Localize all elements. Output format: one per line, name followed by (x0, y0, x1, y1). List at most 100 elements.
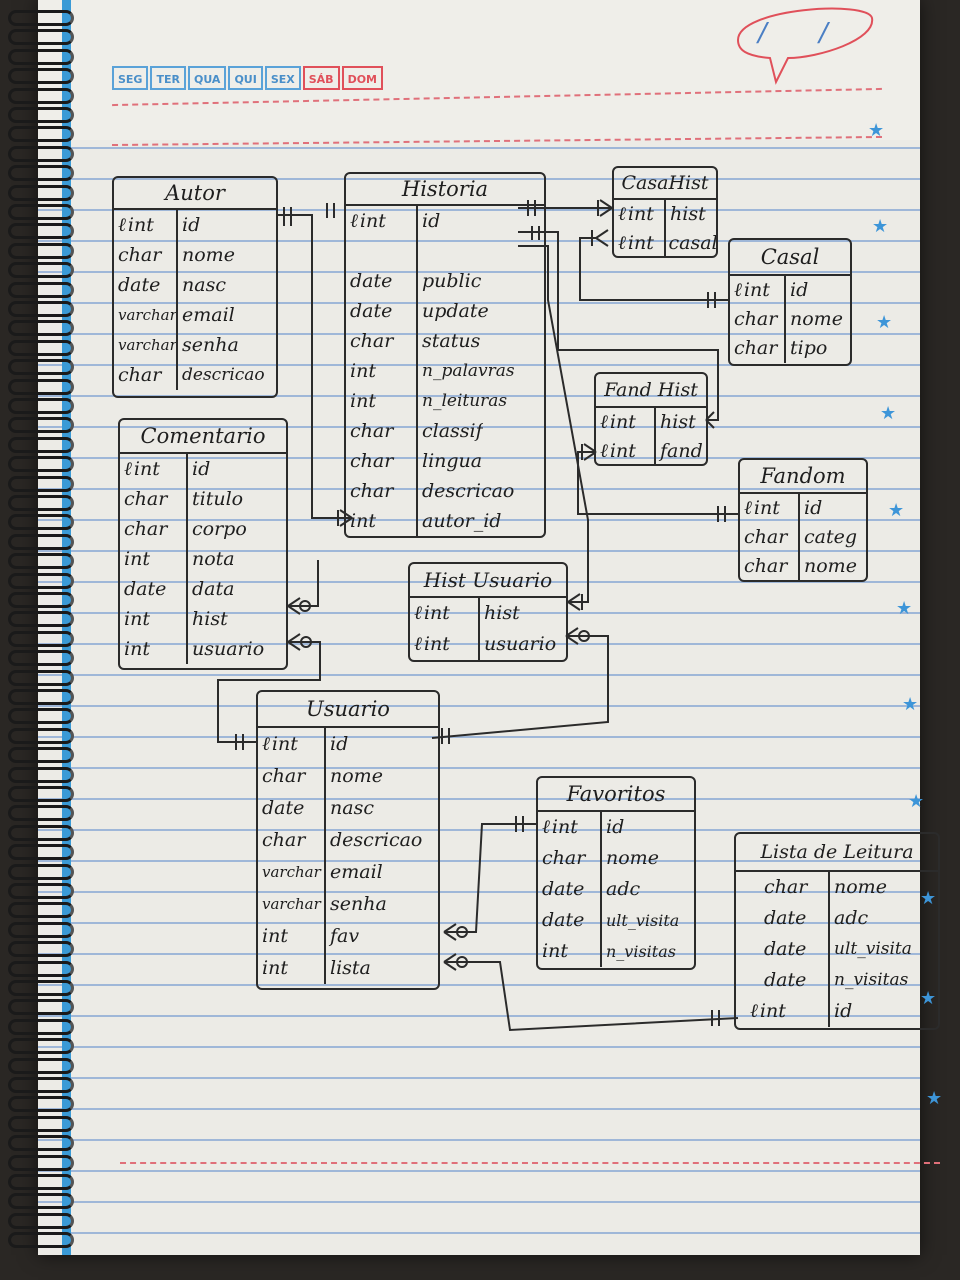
spiral-ring (8, 1154, 74, 1171)
day-ter: TER (150, 66, 186, 90)
spiral-ring (8, 398, 74, 414)
spiral-ring (8, 107, 74, 123)
spiral-ring (8, 727, 74, 744)
spiral-ring (8, 921, 74, 938)
spiral-binding (0, 10, 74, 1260)
spiral-ring (8, 184, 74, 201)
spiral-ring (8, 1038, 74, 1055)
spiral-ring (8, 165, 74, 182)
day-seg: SEG (112, 66, 149, 90)
relation-lista-usuario (444, 961, 739, 1032)
entity-title: Favoritos (538, 778, 694, 812)
spiral-ring (8, 242, 74, 259)
spiral-ring (8, 417, 74, 434)
spiral-ring (8, 48, 74, 65)
spiral-ring (8, 669, 74, 686)
spiral-ring (8, 805, 74, 822)
entity-title: Usuario (258, 692, 438, 728)
star-icon: ★ (876, 312, 893, 333)
spiral-ring (8, 844, 74, 861)
spiral-ring (8, 999, 74, 1016)
entity-title: Hist Usuario (410, 564, 566, 598)
entity-title: Casal (730, 240, 850, 276)
spiral-ring (8, 29, 74, 46)
relation-usuario-comentario (217, 641, 321, 743)
spiral-ring (8, 1096, 74, 1113)
star-icon: ★ (902, 694, 919, 715)
relation-autor-historia (276, 214, 352, 519)
entity-title: CasaHist (614, 168, 716, 200)
relation-favoritos-usuario (444, 823, 538, 933)
spiral-ring (8, 941, 74, 958)
spiral-ring (8, 902, 74, 919)
spiral-ring (8, 592, 74, 608)
spiral-ring (8, 786, 74, 802)
spiral-ring (8, 1077, 74, 1093)
spiral-ring (8, 1115, 74, 1132)
day-sex: SEX (264, 66, 301, 90)
relation-fandom-fandhist (577, 451, 738, 515)
spiral-ring (8, 281, 74, 298)
spiral-ring (8, 883, 74, 899)
spiral-ring (8, 1135, 74, 1152)
spiral-ring (8, 204, 74, 220)
day-qui: QUI (228, 66, 263, 90)
spiral-ring (8, 475, 74, 492)
day-sab: SÁB (302, 66, 340, 90)
spiral-ring (8, 436, 74, 453)
spiral-ring (8, 766, 74, 783)
spiral-ring (8, 572, 74, 589)
spiral-ring (8, 747, 74, 764)
star-icon: ★ (908, 791, 925, 812)
spiral-ring (8, 320, 74, 337)
star-icon: ★ (896, 598, 913, 619)
spiral-ring (8, 533, 74, 550)
star-icon: ★ (888, 500, 905, 521)
margin-stripe (62, 0, 71, 1255)
spiral-ring (8, 650, 74, 667)
star-icon: ★ (926, 1088, 943, 1109)
spiral-ring (8, 68, 74, 85)
entity-title: Autor (114, 178, 276, 210)
spiral-ring (8, 339, 74, 356)
spiral-ring (8, 262, 74, 279)
spiral-ring (8, 689, 74, 705)
entity-title: Fand Hist (596, 374, 706, 408)
spiral-ring (8, 1057, 74, 1074)
